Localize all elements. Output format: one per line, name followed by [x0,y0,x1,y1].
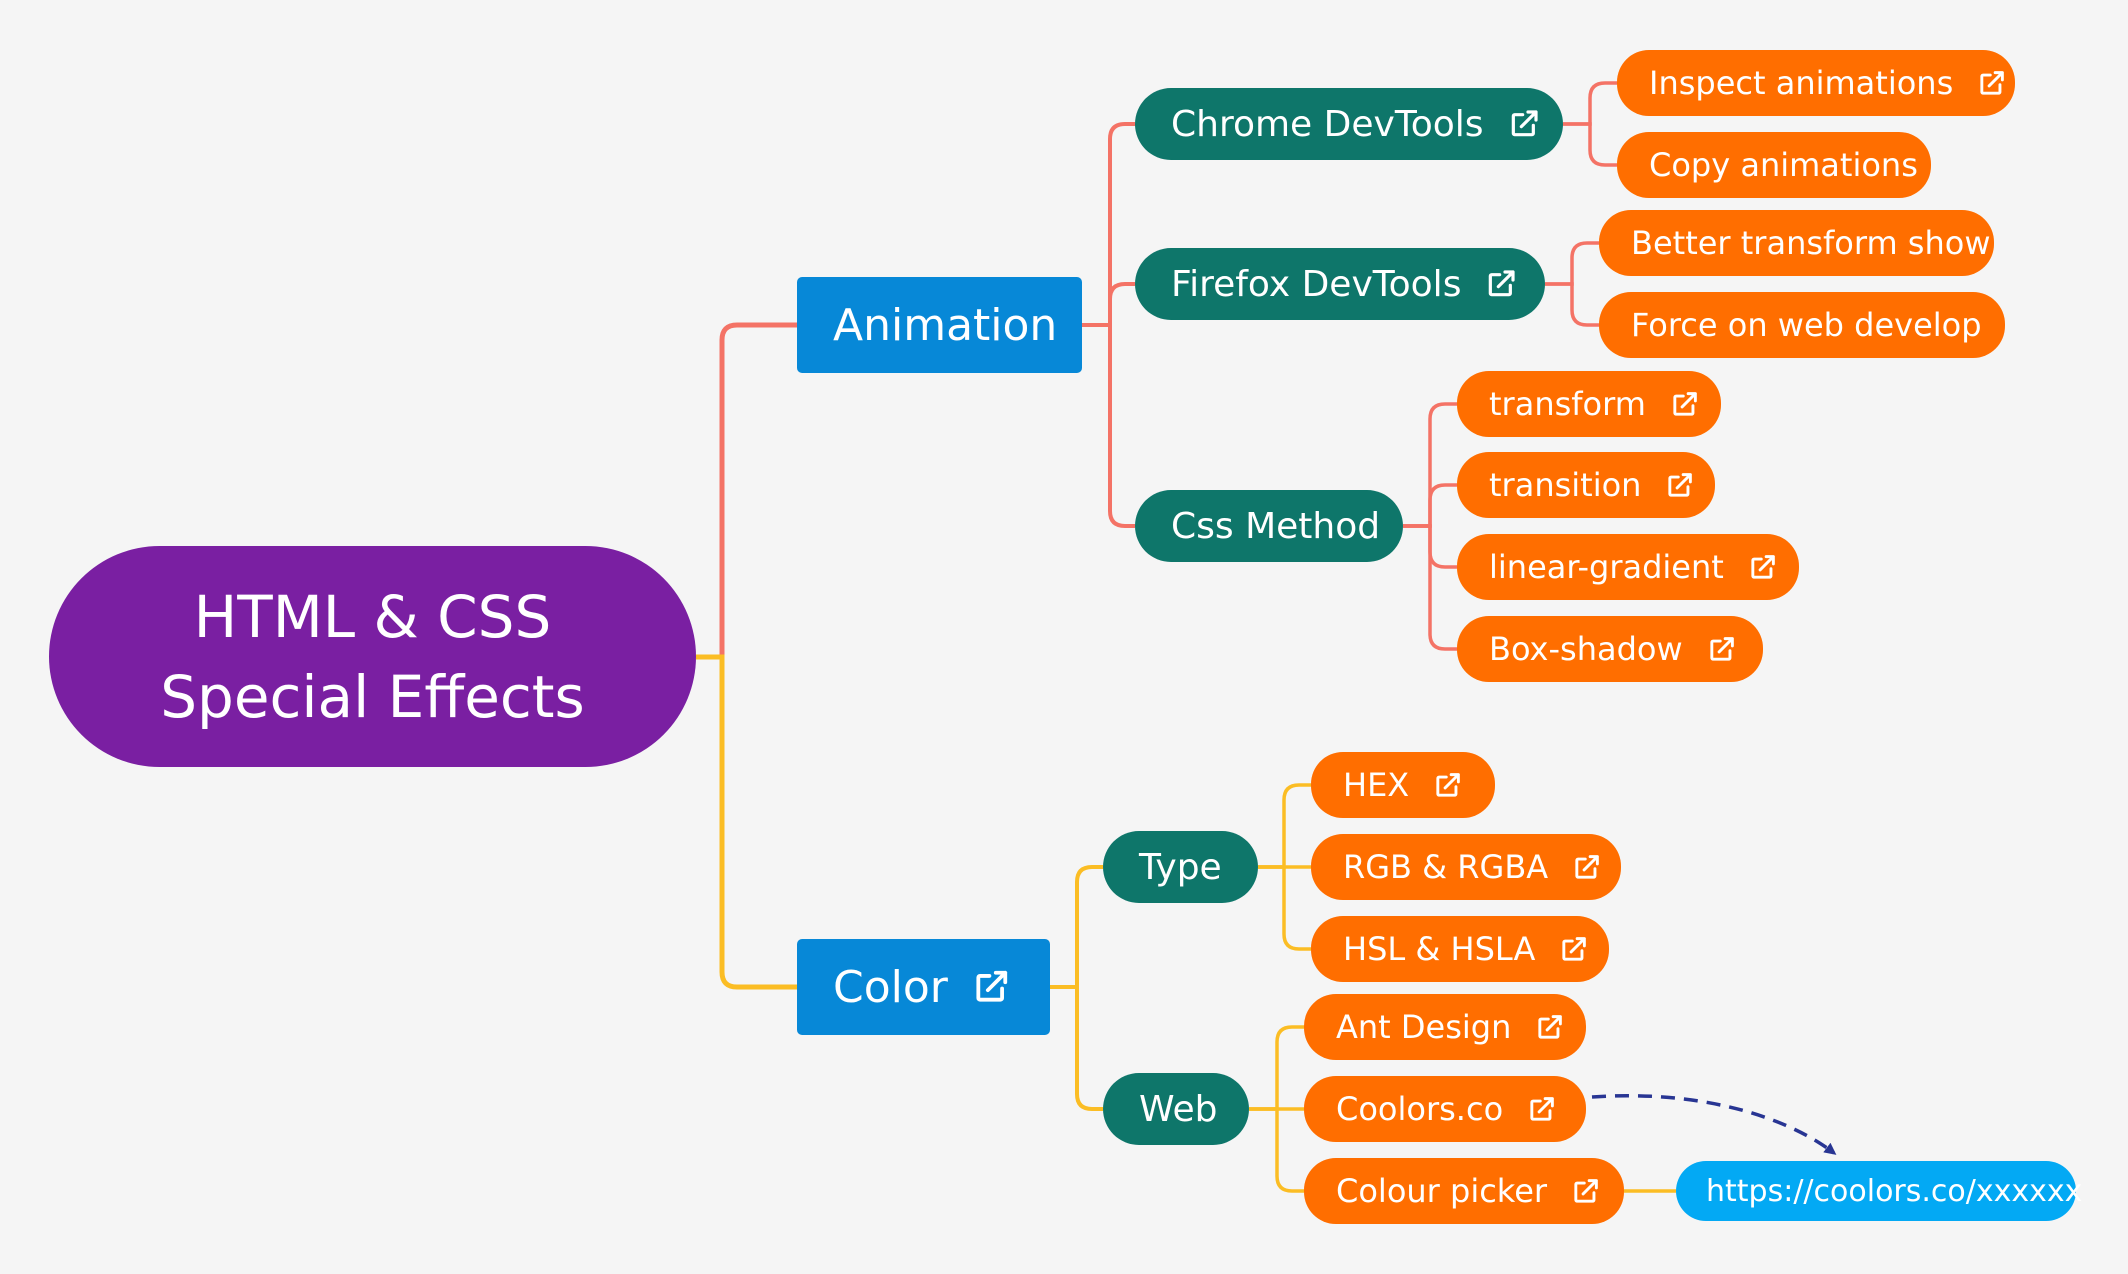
external-link-icon[interactable] [1527,1095,1556,1124]
topic-inspect-animations[interactable]: Inspect animations [1617,50,2015,116]
topic-css-method[interactable]: Css Method [1135,490,1403,562]
external-link-icon[interactable] [1707,635,1736,664]
external-link-icon[interactable] [1977,69,2006,98]
topic-type-label: Type [1139,846,1222,888]
connector-animation-chrome [1082,122,1135,327]
external-link-icon[interactable] [1559,935,1588,964]
topic-coolors-co-label: Coolors.co [1336,1090,1504,1128]
topic-type[interactable]: Type [1103,831,1258,903]
topic-colour-picker-label: Colour picker [1336,1172,1548,1210]
external-link-icon[interactable] [1572,853,1601,882]
topic-coolors-co[interactable]: Coolors.co [1304,1076,1586,1142]
root-title-line-1: HTML & CSS [193,582,552,651]
external-link-icon[interactable] [972,968,1010,1006]
topic-colour-picker[interactable]: Colour picker [1304,1158,1624,1224]
topic-box-shadow[interactable]: Box-shadow [1457,616,1763,682]
topic-rgb-rgba[interactable]: RGB & RGBA [1311,834,1621,900]
topic-box-shadow-label: Box-shadow [1489,630,1683,668]
external-link-icon[interactable] [1571,1177,1600,1206]
topic-better-transform-show-label: Better transform show [1631,224,1991,262]
topic-ant-design-label: Ant Design [1336,1008,1512,1046]
topic-animation-label: Animation [833,299,1058,351]
topic-animation[interactable]: Animation [797,277,1082,373]
external-link-icon[interactable] [1748,553,1777,582]
connector-type-hex [1258,783,1311,869]
external-link-icon[interactable] [1433,771,1462,800]
topic-force-on-web-develop-label: Force on web develop [1631,306,1982,344]
topic-firefox-devtools-label: Firefox DevTools [1171,263,1462,305]
topic-better-transform-show[interactable]: Better transform show [1599,210,1994,276]
connector-animation-css [1082,323,1135,528]
connector-root-color [696,654,797,990]
relationship-arrow [1591,1093,1837,1155]
connector-type-hsl [1258,865,1311,951]
topic-chrome-devtools-label: Chrome DevTools [1171,103,1484,145]
topic-color-label: Color [833,961,948,1013]
connector-web-ant [1249,1025,1304,1111]
topic-transform[interactable]: transform [1457,371,1721,437]
topic-rgb-rgba-label: RGB & RGBA [1343,848,1549,886]
connector-css-shadow [1403,524,1457,651]
topic-firefox-devtools[interactable]: Firefox DevTools [1135,248,1545,320]
topic-linear-gradient[interactable]: linear-gradient [1457,534,1799,600]
connector-web-picker [1249,1107,1304,1193]
external-link-icon[interactable] [1670,390,1699,419]
topic-linear-gradient-label: linear-gradient [1489,548,1724,586]
topic-force-on-web-develop[interactable]: Force on web develop [1599,292,2005,358]
external-link-icon[interactable] [1665,471,1694,500]
connector-root-animation [696,322,797,660]
topic-web-label: Web [1139,1088,1218,1130]
topic-coolors-url[interactable]: https://coolors.co/xxxxxx [1676,1161,2082,1221]
topic-hex[interactable]: HEX [1311,752,1495,818]
root-title-line-2: Special Effects [160,662,585,731]
external-link-icon[interactable] [1508,108,1540,140]
topic-transform-label: transform [1489,385,1646,423]
topic-css-method-label: Css Method [1171,505,1381,547]
connector-color-web [1050,985,1103,1111]
topic-color[interactable]: Color [797,939,1050,1035]
topic-transition-label: transition [1489,466,1642,504]
connector-chrome-inspect [1563,81,1617,126]
connector-css-transform [1403,402,1457,528]
topic-hex-label: HEX [1343,766,1410,804]
external-link-icon[interactable] [1535,1013,1564,1042]
topic-inspect-animations-label: Inspect animations [1649,64,1954,102]
root-topic[interactable]: HTML & CSS Special Effects [49,546,696,767]
connector-chrome-copy [1563,122,1617,167]
connector-firefox-force [1545,282,1599,327]
connector-color-type [1050,865,1103,989]
topic-coolors-url-label: https://coolors.co/xxxxxx [1706,1173,2083,1209]
topic-hsl-hsla[interactable]: HSL & HSLA [1311,916,1609,982]
connector-firefox-better [1545,241,1599,286]
topic-web[interactable]: Web [1103,1073,1249,1145]
topic-hsl-hsla-label: HSL & HSLA [1343,930,1536,968]
connector-animation-firefox [1082,282,1135,327]
topic-transition[interactable]: transition [1457,452,1715,518]
connector-css-transition [1403,483,1457,528]
topic-copy-animations[interactable]: Copy animations [1617,132,1931,198]
external-link-icon[interactable] [1485,268,1517,300]
topic-ant-design[interactable]: Ant Design [1304,994,1586,1060]
topic-copy-animations-label: Copy animations [1649,146,1918,184]
topic-chrome-devtools[interactable]: Chrome DevTools [1135,88,1563,160]
